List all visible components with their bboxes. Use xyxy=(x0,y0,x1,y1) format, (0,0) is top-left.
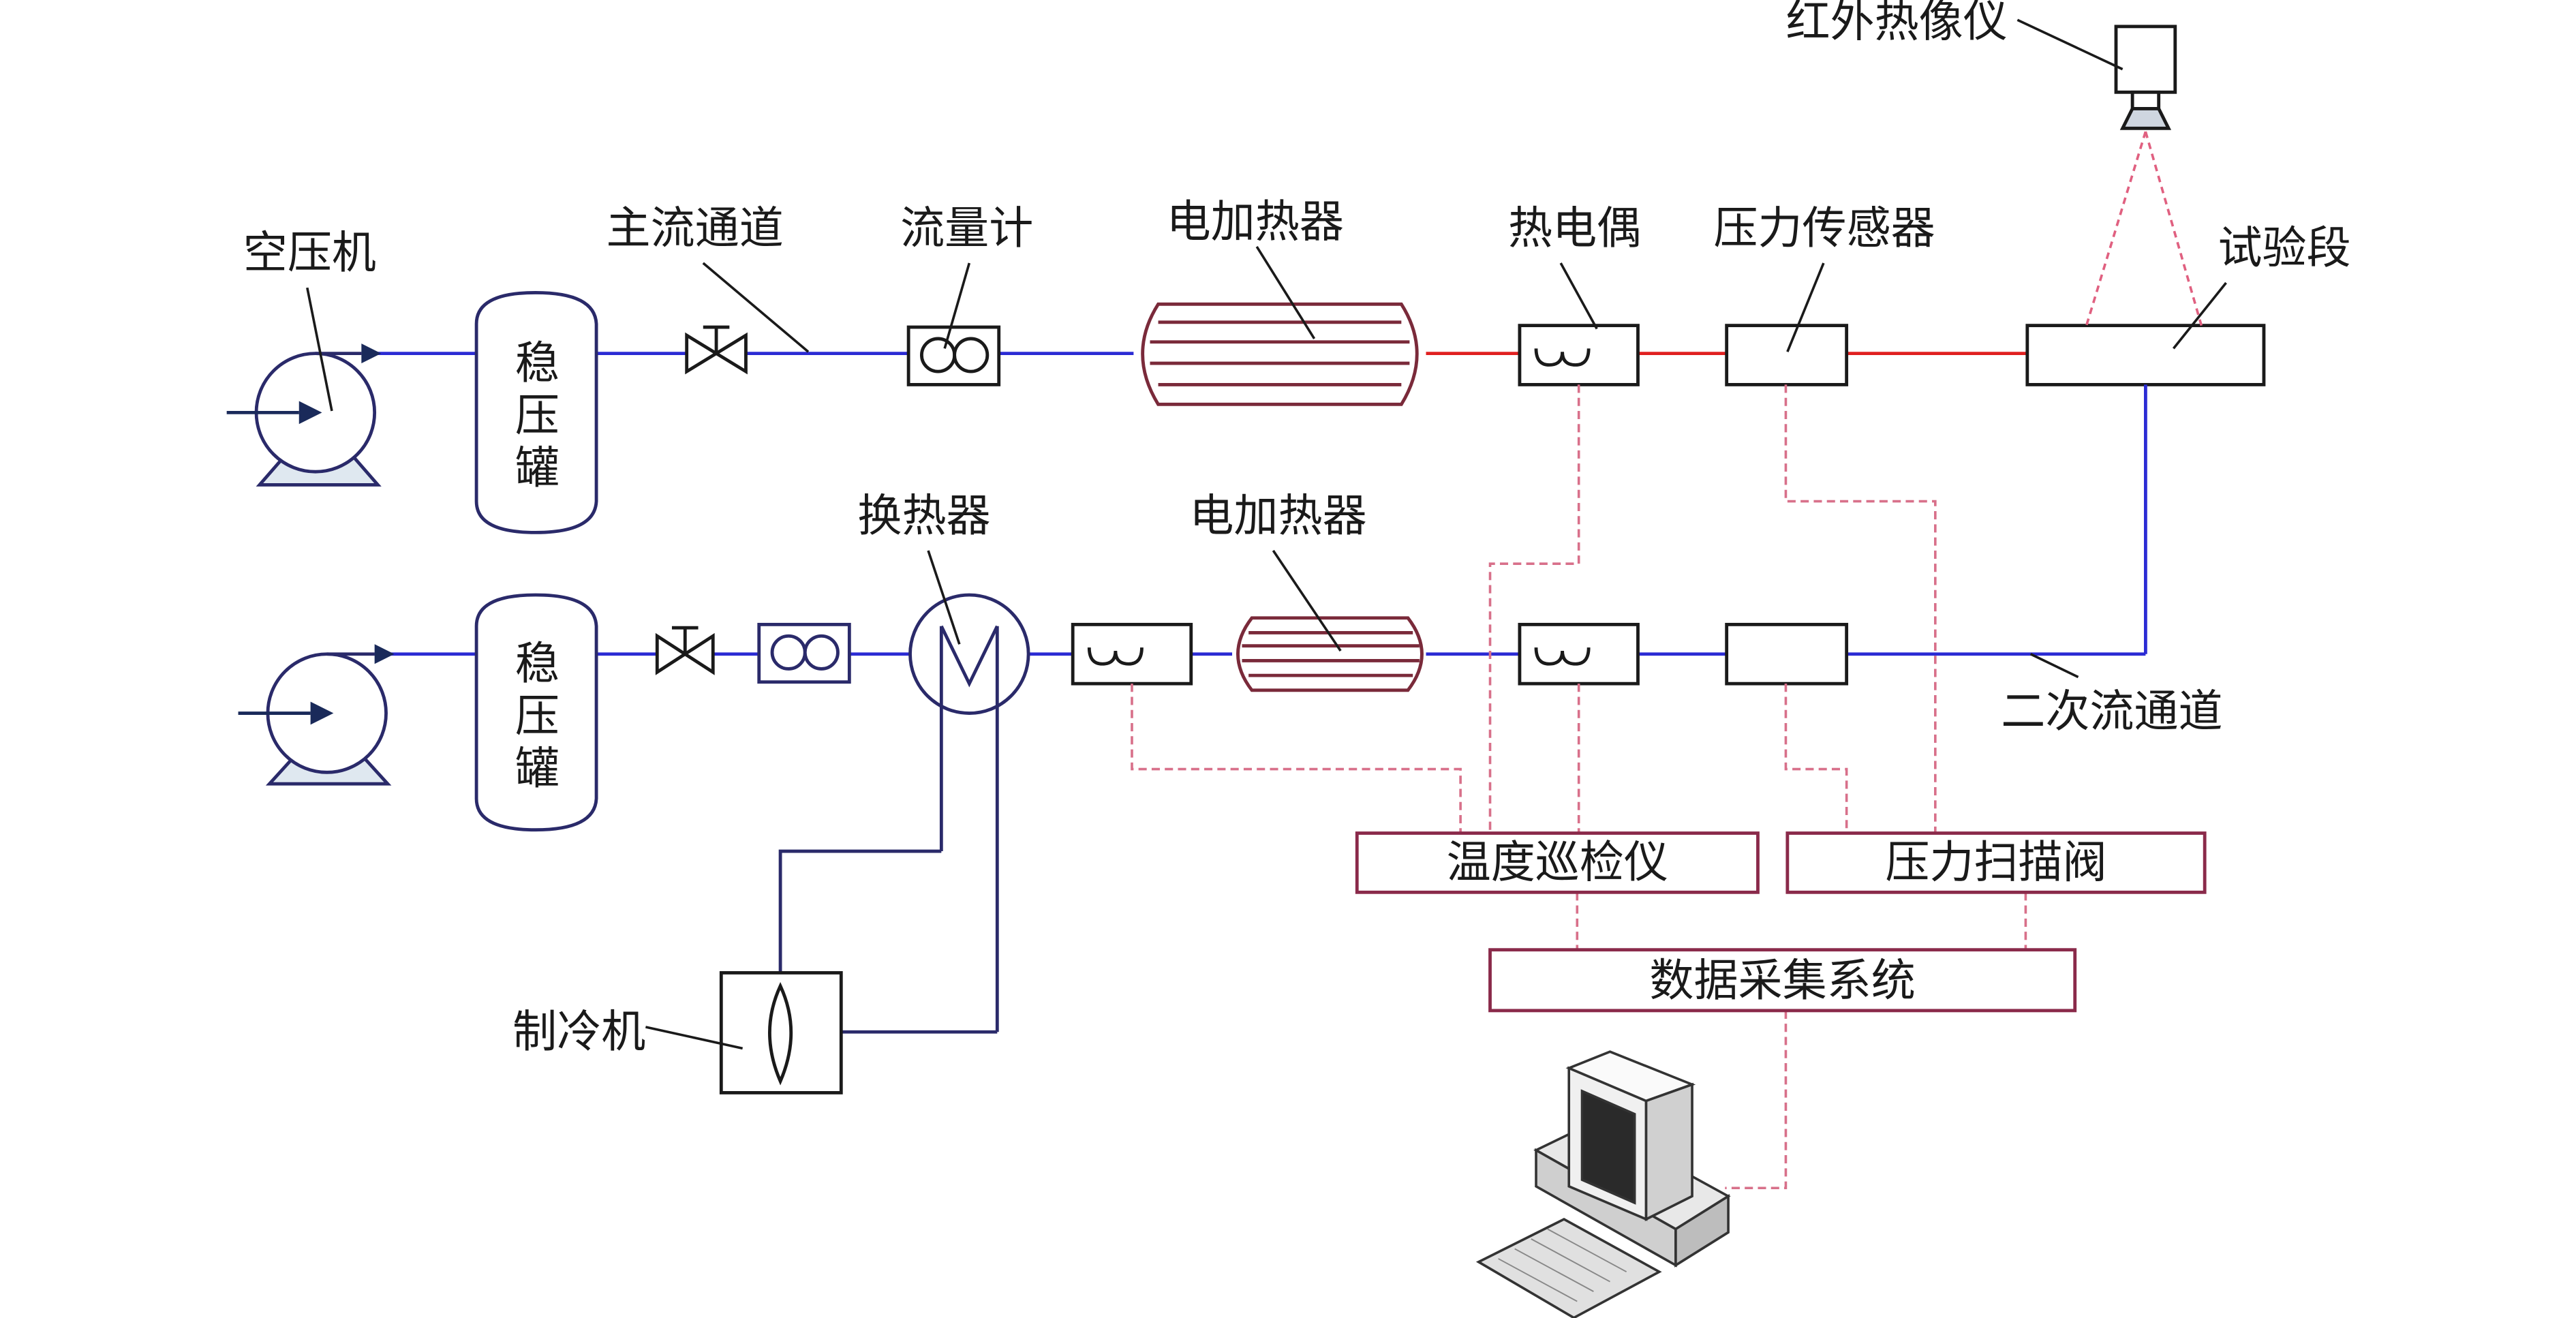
tank-bottom xyxy=(474,593,598,832)
leader-lines xyxy=(306,18,2227,1050)
tank-top-char-3: 罐 xyxy=(515,443,559,494)
tank-bottom-char-3: 罐 xyxy=(515,744,559,795)
compressor-top xyxy=(226,352,382,487)
electric-heater-bottom xyxy=(1236,616,1424,692)
flowmeter-top xyxy=(906,325,1001,386)
ir-view-lines xyxy=(2085,131,2203,326)
label-main-channel: 主流通道 xyxy=(607,203,784,254)
chiller xyxy=(719,971,843,1094)
heat-exchanger xyxy=(908,593,1030,1032)
tank-bottom-char-1: 稳 xyxy=(515,639,559,690)
flow-arrow-top xyxy=(361,343,382,364)
thermocouple-bottom-left xyxy=(1071,622,1193,686)
tank-top xyxy=(474,290,598,534)
thermocouple-top xyxy=(1518,324,1640,386)
valve-bottom xyxy=(655,626,715,675)
temperature-scanner-box xyxy=(1355,831,1760,894)
computer-icon xyxy=(1475,1050,1731,1318)
label-secondary-channel: 二次流通道 xyxy=(2001,686,2222,737)
test-section xyxy=(2025,324,2266,386)
pressure-scanner-label: 压力扫描阀 xyxy=(1885,838,2106,889)
electric-heater-top xyxy=(1141,302,1419,406)
pressure-sensor-bottom xyxy=(1725,622,1849,686)
pressure-scanner-box xyxy=(1785,831,2207,894)
tank-top-char-1: 稳 xyxy=(515,338,559,389)
temperature-scanner-label: 温度巡检仪 xyxy=(1447,838,1668,889)
pressure-sensor-top xyxy=(1725,324,1849,386)
label-compressor: 空压机 xyxy=(243,228,376,279)
signal-lines xyxy=(1131,384,2027,1190)
daq-label: 数据采集系统 xyxy=(1649,955,1915,1007)
tank-bottom-char-2: 压 xyxy=(515,691,559,742)
valve-top xyxy=(685,325,748,375)
tank-top-char-2: 压 xyxy=(515,390,559,442)
label-heat-exchanger: 换热器 xyxy=(857,491,990,542)
label-ir-camera: 红外热像仪 xyxy=(1785,0,2007,47)
ir-camera xyxy=(2114,25,2177,130)
label-chiller: 制冷机 xyxy=(512,1007,645,1058)
chiller-loop xyxy=(778,849,998,1034)
flow-arrow-bottom xyxy=(374,644,395,664)
compressor-bottom xyxy=(238,652,392,786)
label-thermocouple: 热电偶 xyxy=(1508,203,1641,254)
label-test-section: 试验段 xyxy=(2218,223,2350,274)
label-heater-top: 电加热器 xyxy=(1167,196,1344,247)
label-pressure-sensor: 压力传感器 xyxy=(1713,203,1935,254)
label-heater-bottom: 电加热器 xyxy=(1189,491,1366,542)
flowmeter-bottom xyxy=(757,622,851,684)
label-flowmeter: 流量计 xyxy=(900,203,1033,254)
thermocouple-bottom-right xyxy=(1518,622,1640,686)
daq-box xyxy=(1488,948,2077,1013)
